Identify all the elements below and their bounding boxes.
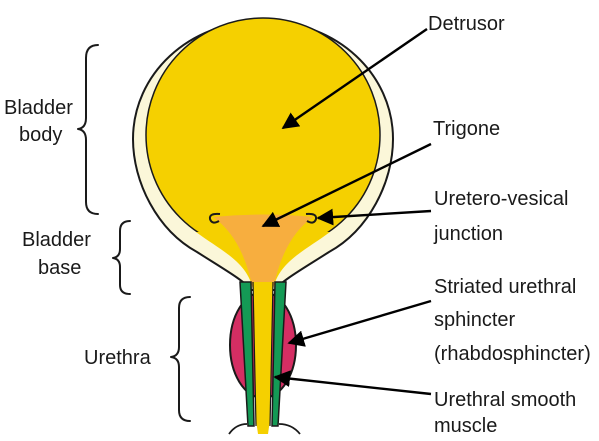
bracket-bladder-body: [78, 45, 98, 214]
label-bladder-base-2: base: [38, 257, 81, 279]
label-striated-2: sphincter: [434, 309, 515, 331]
label-striated-3: (rhabdosphincter): [434, 343, 591, 365]
label-trigone: Trigone: [433, 118, 500, 140]
label-detrusor: Detrusor: [428, 13, 505, 35]
label-uvj-2: junction: [433, 223, 503, 245]
urethra-flare-left: [229, 424, 247, 434]
label-bladder-body-2: body: [19, 124, 62, 146]
arrow-rhabdosphincter: [289, 301, 431, 343]
label-smooth-2: muscle: [434, 415, 497, 437]
label-smooth-1: Urethral smooth: [434, 389, 576, 411]
label-striated-1: Striated urethral: [434, 276, 576, 298]
label-uvj-1: Uretero-vesical: [434, 188, 568, 210]
bracket-urethra: [171, 297, 190, 421]
arrow-smooth-muscle: [275, 377, 431, 394]
bracket-bladder-base: [113, 221, 130, 294]
label-urethra: Urethra: [84, 347, 152, 369]
urethral-lumen-tip: [256, 420, 270, 434]
urethra-flare-right: [279, 424, 300, 434]
label-bladder-body-1: Bladder: [4, 97, 73, 119]
label-bladder-base-1: Bladder: [22, 229, 91, 251]
